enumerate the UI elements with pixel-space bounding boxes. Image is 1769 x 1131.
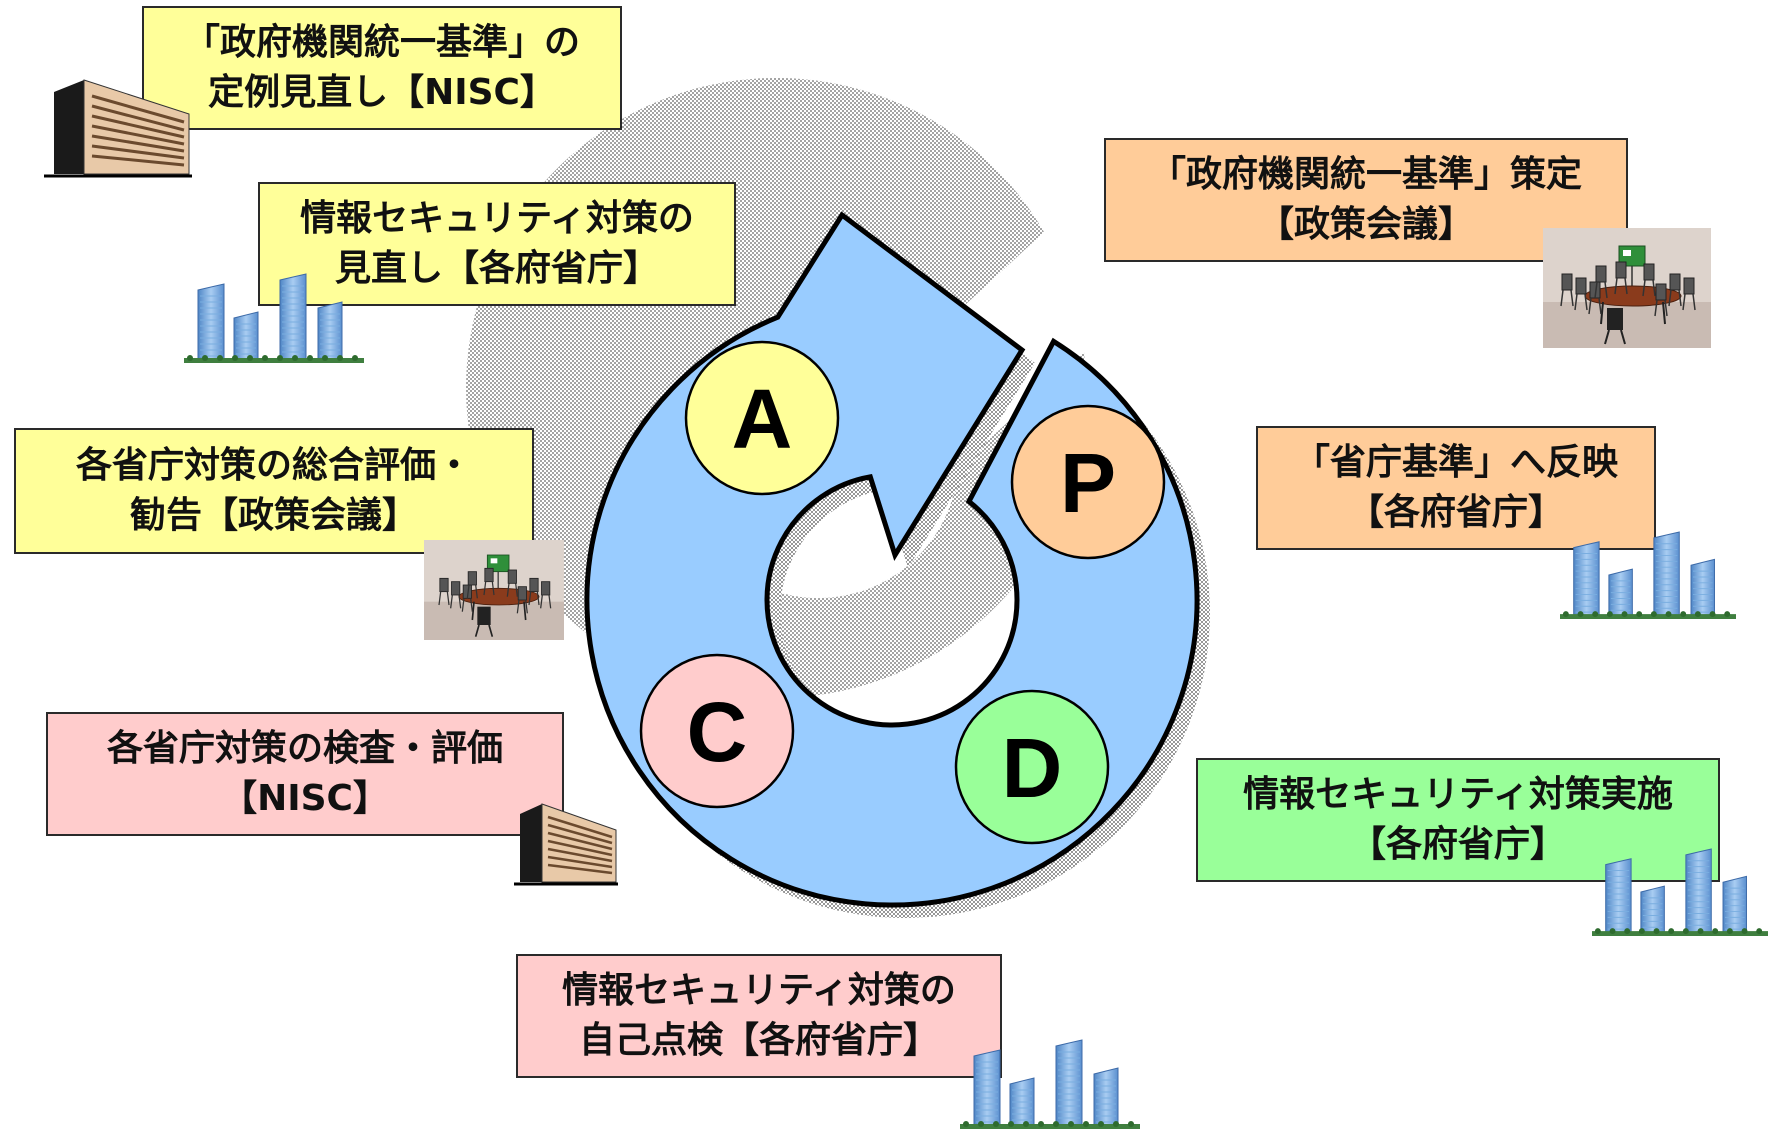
phase-label-do: D [1002, 721, 1063, 815]
box-line: 「政府機関統一基準」の [183, 22, 580, 63]
box-line: 定例見直し【NISC】 [208, 72, 556, 113]
phase-circle-check [639, 653, 795, 809]
box-line: 自己点検【各府省庁】 [578, 1020, 939, 1061]
box-line: 「省庁基準」へ反映 [1293, 442, 1618, 483]
box-line: 各省庁対策の総合評価・ [75, 445, 472, 486]
check-self-inspection-box: 情報セキュリティ対策の 自己点検【各府省庁】 [516, 954, 1002, 1078]
box-line: 情報セキュリティ対策の [562, 970, 956, 1011]
do-implementation-box: 情報セキュリティ対策実施 【各府省庁】 [1196, 758, 1720, 882]
office-building-icon [44, 79, 192, 178]
box-line: 【NISC】 [221, 778, 389, 819]
box-line: 情報セキュリティ対策実施 [1243, 774, 1673, 815]
phase-circle-act [684, 340, 840, 496]
phase-circle-plan [1010, 404, 1166, 560]
box-line: 各省庁対策の検査・評価 [106, 728, 503, 769]
act-evaluation-box: 各省庁対策の総合評価・ 勧告【政策会議】 [14, 428, 534, 554]
box-line: 見直し【各府省庁】 [334, 248, 659, 289]
act-agency-review-box: 情報セキュリティ対策の 見直し【各府省庁】 [258, 182, 736, 306]
phase-label-plan: P [1060, 436, 1116, 530]
phase-circle-do [954, 689, 1110, 845]
box-line: 【各府省庁】 [1349, 824, 1566, 865]
box-line: 情報セキュリティ対策の [300, 198, 694, 239]
skyscrapers-icon [1560, 531, 1736, 619]
plan-reflect-box: 「省庁基準」へ反映 【各府省庁】 [1256, 426, 1656, 550]
phase-label-check: C [687, 685, 748, 779]
check-inspection-box: 各省庁対策の検査・評価 【NISC】 [46, 712, 564, 836]
meeting-room-icon [1543, 228, 1711, 348]
skyscrapers-icon [960, 1039, 1140, 1129]
box-line: 「政府機関統一基準」策定 [1149, 154, 1582, 195]
phase-label-act: A [732, 372, 793, 466]
office-building-icon [514, 803, 618, 886]
skyscrapers-icon [1592, 848, 1768, 936]
box-line: 【政策会議】 [1257, 204, 1474, 245]
meeting-room-icon [424, 540, 564, 640]
box-line: 【各府省庁】 [1347, 492, 1564, 533]
skyscrapers-icon [184, 273, 364, 363]
plan-standard-box: 「政府機関統一基準」策定 【政策会議】 [1104, 138, 1628, 262]
box-line: 勧告【政策会議】 [129, 495, 418, 536]
act-standard-review-box: 「政府機関統一基準」の 定例見直し【NISC】 [142, 6, 622, 130]
